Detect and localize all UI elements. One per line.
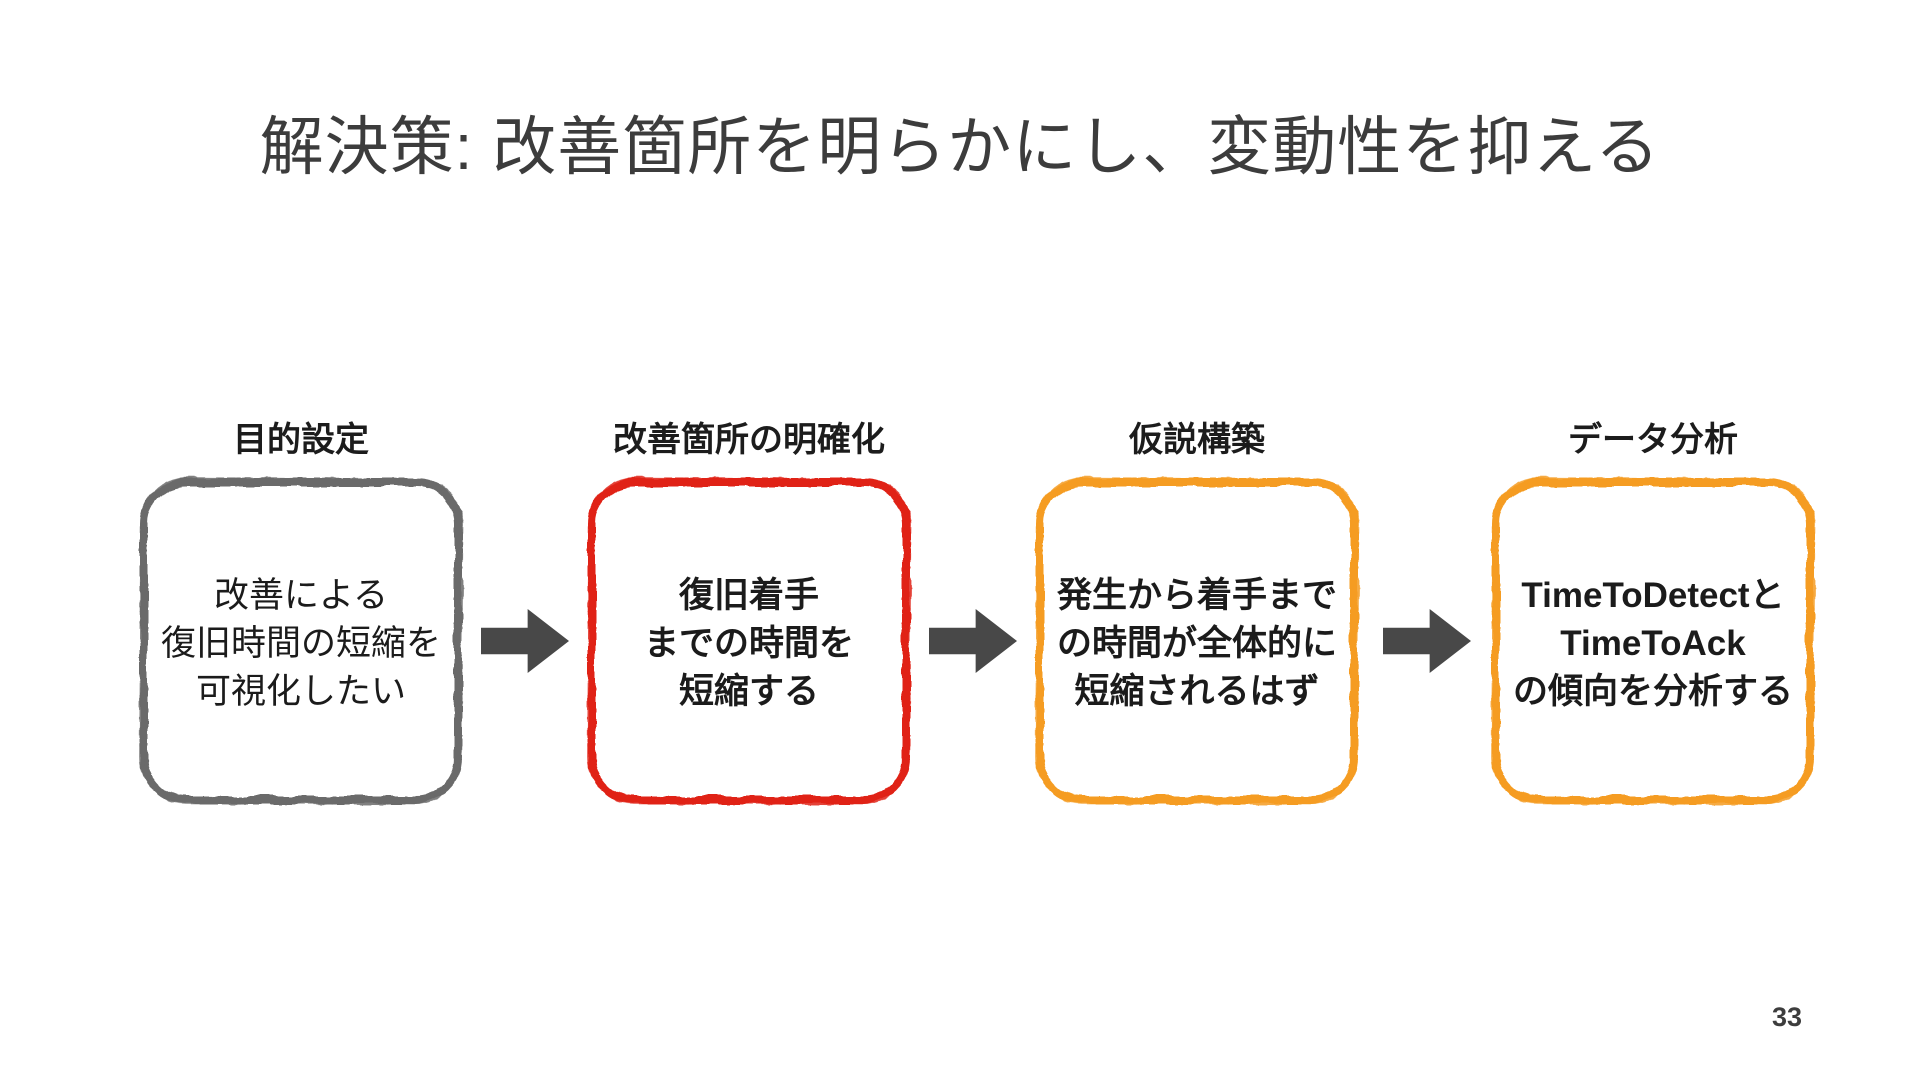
slide-title: 解決策: 改善箇所を明らかにし、変動性を抑える (259, 111, 1661, 183)
step-text-line: 短縮する (678, 672, 819, 711)
step-text-line: 復旧着手 (678, 576, 819, 615)
flow-step-box: 仮説構築 発生から着手までの時間が全体的に短縮されるはず (1034, 421, 1360, 806)
step-text-line: 短縮されるはず (1074, 672, 1320, 711)
step-label: 目的設定 (233, 421, 369, 459)
step-label: 改善箇所の明確化 (613, 421, 885, 459)
step-text-line: までの時間を (643, 624, 854, 663)
step-text-line: 復旧時間の短縮を (160, 624, 441, 663)
step-text-line: 可視化したい (195, 672, 406, 711)
right-arrow-icon (929, 609, 1017, 673)
step-text-line: TimeToAck (1560, 624, 1746, 663)
step-text: 改善による復旧時間の短縮を可視化したい (140, 478, 462, 804)
step-text-line: の傾向を分析する (1512, 672, 1793, 711)
step-text-line: の時間が全体的に (1056, 624, 1337, 663)
flow-step-box: 改善箇所の明確化 復旧着手までの時間を短縮する (586, 421, 912, 806)
step-text-line: TimeToDetectと (1521, 576, 1785, 615)
step-text: 発生から着手までの時間が全体的に短縮されるはず (1036, 478, 1358, 804)
step-text-line: 改善による (214, 576, 388, 615)
page-number: 33 (1772, 1002, 1803, 1032)
right-arrow-icon (481, 609, 569, 673)
flow-step-box: 目的設定 改善による復旧時間の短縮を可視化したい (138, 421, 464, 806)
step-label: 仮説構築 (1129, 421, 1265, 459)
step-text-line: 発生から着手まで (1056, 576, 1337, 615)
flow-step-box: データ分析 TimeToDetectと TimeToAck の傾向を分析する (1490, 421, 1816, 806)
right-arrow-icon (1383, 609, 1471, 673)
step-label: データ分析 (1568, 421, 1738, 459)
step-text: 復旧着手までの時間を短縮する (588, 478, 910, 804)
step-text: TimeToDetectと TimeToAck の傾向を分析する (1492, 478, 1814, 804)
